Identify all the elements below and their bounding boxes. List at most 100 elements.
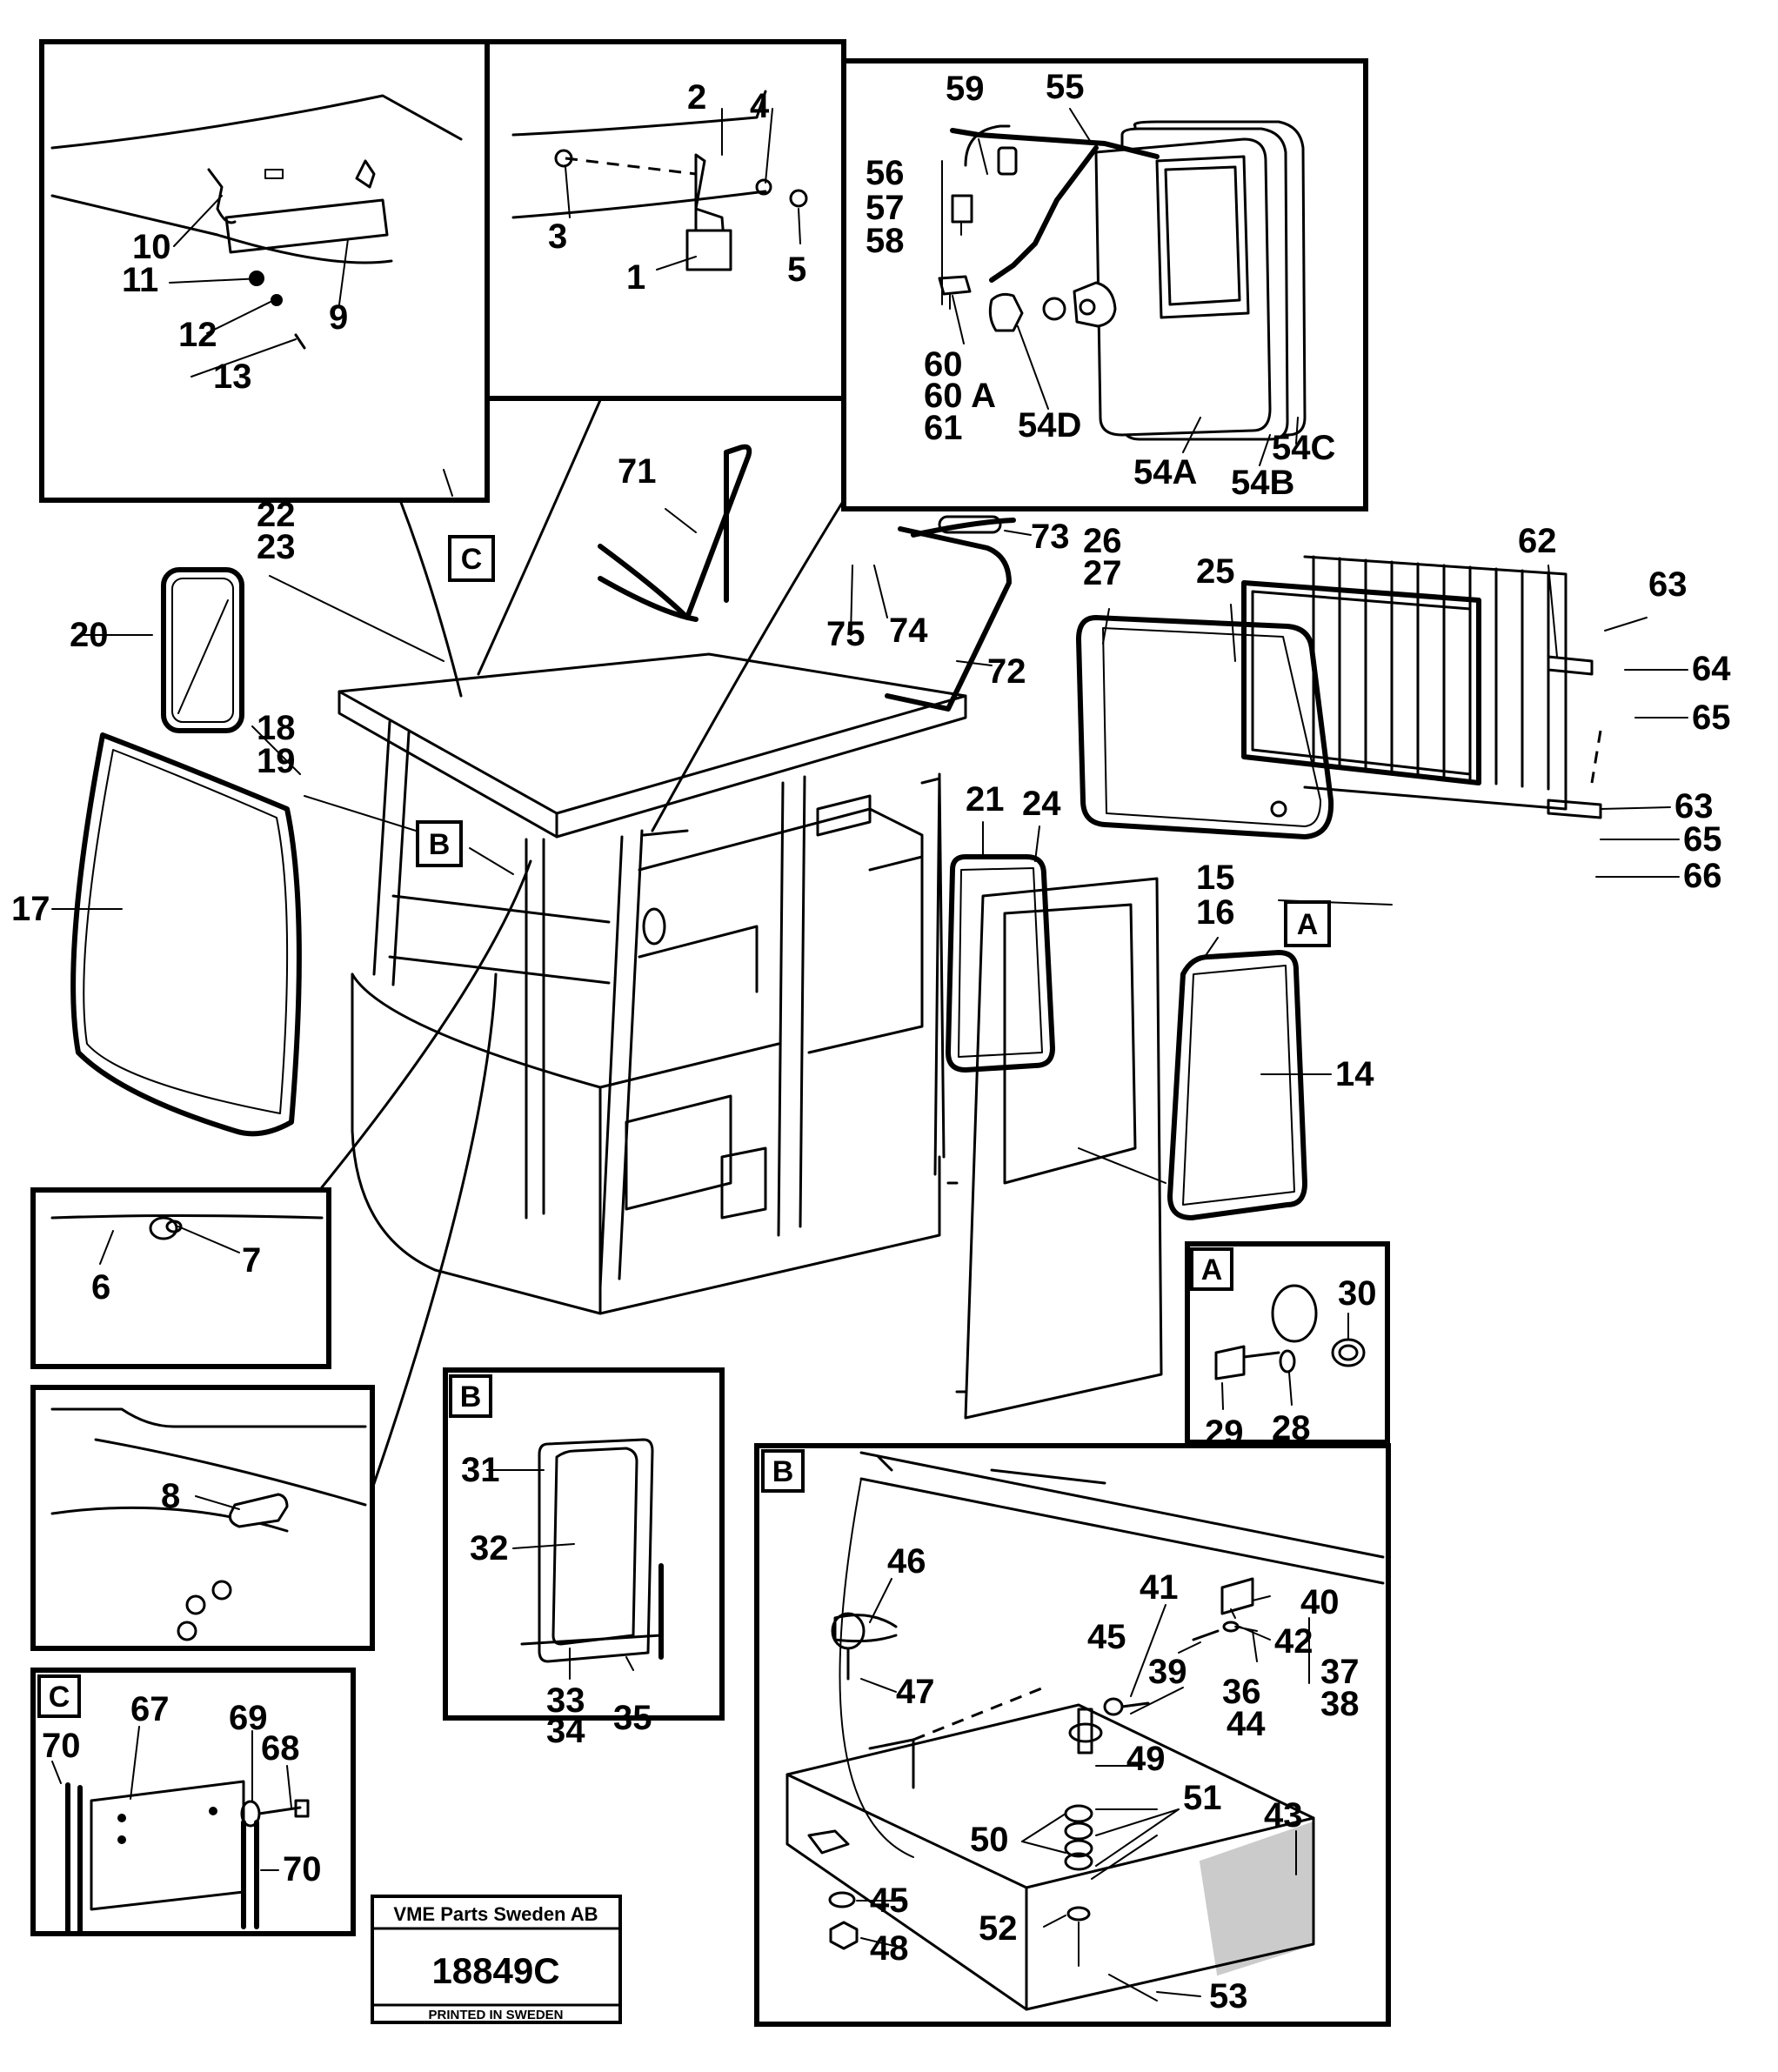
callout-72: 72 — [987, 652, 1026, 691]
detail-frame-grommet — [30, 1187, 331, 1369]
callout-13: 13 — [213, 358, 252, 396]
detail-tags: C B A A B B C — [37, 535, 1331, 1718]
callout-4: 4 — [750, 87, 770, 125]
callout-62: 62 — [1518, 522, 1557, 560]
callout-74: 74 — [889, 612, 928, 650]
callout-8: 8 — [161, 1477, 180, 1515]
svg-text:C: C — [461, 543, 483, 576]
handrail-71 — [598, 444, 752, 622]
title-stamp: VME Parts Sweden AB 18849C PRINTED IN SW… — [371, 1895, 622, 2024]
detail-frame-mirror — [841, 58, 1368, 511]
detail-frame-switch — [30, 1385, 375, 1651]
svg-text:B: B — [772, 1455, 794, 1488]
callout-1: 1 — [626, 258, 645, 297]
svg-text:A: A — [1201, 1253, 1223, 1287]
callout-52: 52 — [979, 1909, 1018, 1948]
svg-text:C: C — [49, 1681, 70, 1714]
callout-75: 75 — [826, 615, 866, 653]
callout-68: 68 — [261, 1729, 300, 1768]
callout-27: 27 — [1083, 554, 1122, 592]
callout-29: 29 — [1205, 1414, 1244, 1452]
grille-62 — [1241, 555, 1602, 819]
callout-17: 17 — [11, 890, 50, 928]
callout-48: 48 — [870, 1929, 909, 1968]
callout-60A: 60 A — [924, 377, 996, 415]
door-window-21 — [946, 854, 1055, 1073]
callout-71: 71 — [618, 452, 657, 491]
callout-60: 60 — [924, 345, 963, 384]
callout-32: 32 — [470, 1529, 509, 1567]
callout-54C: 54C — [1272, 429, 1335, 467]
callout-41: 41 — [1140, 1568, 1179, 1607]
callout-66: 66 — [1683, 857, 1722, 895]
callout-12: 12 — [178, 316, 217, 354]
callout-16: 16 — [1196, 893, 1235, 932]
callout-10: 10 — [132, 228, 171, 266]
callout-35: 35 — [613, 1699, 652, 1737]
tag-a-main: A — [1284, 900, 1331, 947]
callout-70a: 70 — [42, 1727, 81, 1765]
callout-54B: 54B — [1231, 464, 1294, 502]
callout-73: 73 — [1031, 518, 1070, 556]
callout-6: 6 — [91, 1268, 110, 1307]
callout-11: 11 — [122, 261, 158, 299]
callout-28: 28 — [1272, 1409, 1311, 1447]
callout-53: 53 — [1209, 1977, 1248, 2015]
stamp-drawing-number: 18849C — [431, 1950, 559, 1991]
callout-36: 36 — [1222, 1673, 1261, 1711]
callout-63b: 63 — [1674, 787, 1714, 825]
callout-70b: 70 — [283, 1850, 322, 1888]
callout-51: 51 — [1183, 1779, 1222, 1817]
callout-34: 34 — [546, 1712, 585, 1750]
rail-72 — [885, 515, 1016, 712]
callout-54D: 54D — [1018, 406, 1081, 444]
detail-frame-sunvisor — [39, 39, 490, 503]
callout-44: 44 — [1227, 1705, 1266, 1743]
callout-24: 24 — [1022, 785, 1061, 823]
callout-54A: 54A — [1133, 453, 1197, 491]
callout-18: 18 — [257, 709, 296, 747]
callout-30: 30 — [1338, 1274, 1377, 1313]
detail-leaders — [320, 398, 846, 1498]
callout-33: 33 — [546, 1681, 585, 1720]
stamp-company: VME Parts Sweden AB — [393, 1903, 598, 1925]
callout-37: 37 — [1320, 1653, 1360, 1691]
callout-58: 58 — [866, 222, 905, 260]
cab-body — [338, 652, 967, 1315]
detail-frame-a — [1185, 1241, 1390, 1445]
rear-window-25 — [1076, 615, 1334, 839]
stamp-printed: PRINTED IN SWEDEN — [428, 2008, 563, 2022]
callout-47: 47 — [896, 1673, 935, 1711]
callout-59: 59 — [946, 70, 985, 108]
callout-49: 49 — [1126, 1740, 1166, 1778]
side-window-20 — [161, 567, 244, 733]
detail-frame-mirror-bracket — [485, 39, 846, 401]
callout-leaders — [51, 108, 1688, 1997]
callout-50: 50 — [970, 1821, 1009, 1859]
tag-b-small-detail: B — [449, 1374, 492, 1418]
callout-65b: 65 — [1683, 820, 1722, 859]
callout-21: 21 — [966, 780, 1005, 819]
windscreen-17 — [70, 732, 302, 1137]
callout-61: 61 — [924, 409, 963, 447]
callout-labels: 10 11 12 13 9 1 2 3 4 5 59 55 56 57 58 6… — [11, 68, 1731, 2015]
tag-b-large-detail: B — [761, 1449, 805, 1493]
callout-23: 23 — [257, 528, 296, 566]
callout-65a: 65 — [1692, 698, 1731, 737]
callout-45b: 45 — [870, 1882, 909, 1920]
callout-39: 39 — [1148, 1653, 1187, 1691]
svg-text:A: A — [1297, 908, 1319, 941]
callout-7: 7 — [242, 1241, 261, 1280]
callout-9: 9 — [329, 298, 348, 337]
callout-5: 5 — [787, 251, 806, 289]
callout-43: 43 — [1264, 1796, 1303, 1835]
callout-63a: 63 — [1648, 565, 1688, 604]
door-frame — [946, 877, 1163, 1420]
detail-frame-c — [30, 1668, 356, 1936]
callout-15: 15 — [1196, 859, 1235, 897]
door-window-14 — [1167, 950, 1307, 1220]
callout-67: 67 — [130, 1690, 170, 1728]
detail-frame-b-small — [443, 1367, 725, 1721]
tag-c-detail: C — [37, 1674, 81, 1718]
callout-14: 14 — [1335, 1055, 1374, 1093]
